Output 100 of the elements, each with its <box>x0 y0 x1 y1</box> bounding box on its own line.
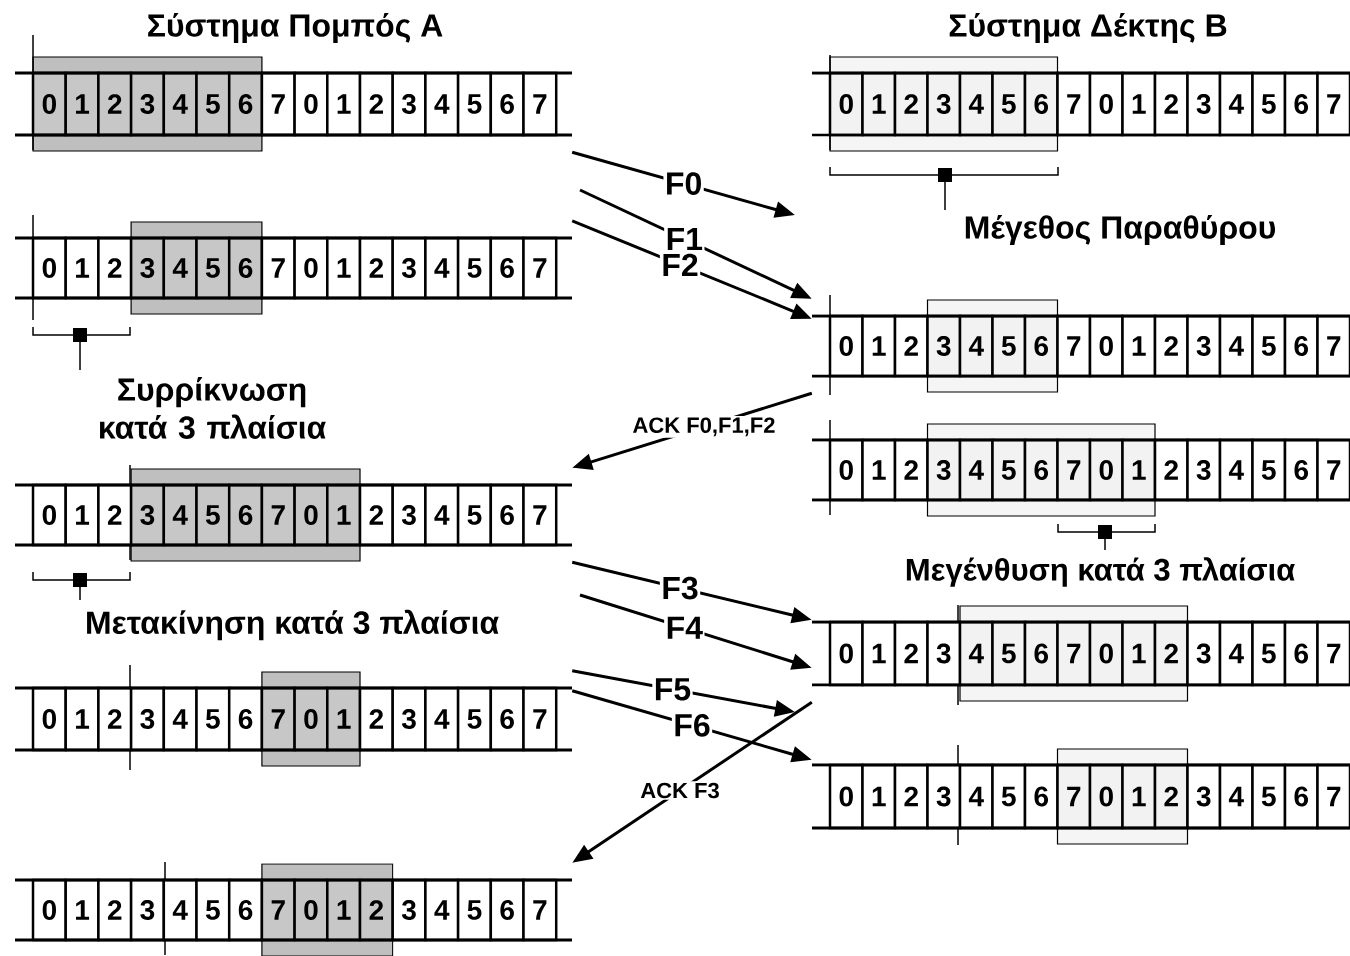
sequence-cell: 6 <box>1023 314 1059 378</box>
sequence-cell: 0 <box>828 620 864 687</box>
sequence-cell: 3 <box>1186 71 1222 137</box>
sequence-cell: 2 <box>893 620 929 687</box>
annotation-text: Μετακίνηση κατά 3 πλαίσια <box>87 609 499 641</box>
sequence-cell: 5 <box>456 686 493 752</box>
sequence-cell: 2 <box>358 878 394 942</box>
sequence-cell: 2 <box>893 314 929 378</box>
sequence-cell: 4 <box>424 71 460 137</box>
sequence-cell: 6 <box>1283 438 1319 502</box>
sequence-cell: 1 <box>64 71 100 137</box>
sequence-cell: 0 <box>1088 438 1124 502</box>
sequence-cell: 2 <box>358 71 394 137</box>
sequence-cell: 3 <box>391 71 427 137</box>
sequence-cell: 6 <box>1283 71 1319 137</box>
sequence-cell: 2 <box>1153 763 1189 830</box>
sequence-cell: 7 <box>1316 71 1350 137</box>
sequence-cell: 0 <box>1088 314 1124 378</box>
annotation-text: Μεγένθυση κατά 3 πλαίσια <box>906 557 1295 587</box>
sequence-cell: 0 <box>828 71 864 137</box>
sequence-cell: 6 <box>489 71 525 137</box>
sequence-cell: 6 <box>1283 620 1319 687</box>
sequence-cell: 3 <box>1186 314 1222 378</box>
sequence-cell: 5 <box>991 71 1027 137</box>
sequence-cell: 6 <box>1023 763 1059 830</box>
sequence-cell: 6 <box>227 878 264 942</box>
sequence-cell: 0 <box>828 314 864 378</box>
annotation-text: Μέγεθος Παραθύρου <box>965 214 1276 246</box>
sequence-cell: 7 <box>522 686 558 752</box>
edge-label: F6 <box>671 712 713 739</box>
sequence-cell: 7 <box>1056 71 1092 137</box>
sequence-cell: 5 <box>1251 71 1287 137</box>
sequence-cell: 7 <box>1316 763 1350 830</box>
sequence-cell: 5 <box>456 878 493 942</box>
sequence-cell: 7 <box>522 236 558 300</box>
sequence-cell: 4 <box>958 763 994 830</box>
sequence-cell: 0 <box>31 686 67 752</box>
sequence-cell: 3 <box>129 236 166 300</box>
sequence-cell: 7 <box>522 483 558 547</box>
sequence-cell: 0 <box>31 236 67 300</box>
sequence-cell: 6 <box>227 236 264 300</box>
sequence-cell: 0 <box>1088 620 1124 687</box>
edge-label: ACK F3 <box>638 781 722 800</box>
edge-label: F3 <box>659 575 701 601</box>
sequence-cell: 5 <box>195 71 231 137</box>
sequence-cell: 7 <box>260 71 296 137</box>
sequence-cell: 3 <box>926 314 962 378</box>
sequence-cell: 4 <box>1218 438 1254 502</box>
sequence-cell: 5 <box>456 236 493 300</box>
sequence-cell: 1 <box>1121 314 1157 378</box>
sequence-cell: 0 <box>31 483 67 547</box>
sequence-cell: 4 <box>958 314 994 378</box>
annotation-text: Συρρίκνωση κατά 3 πλαίσια <box>100 377 326 439</box>
edge-label: F2 <box>659 252 701 278</box>
sequence-cell: 2 <box>97 71 133 137</box>
sequence-cell: 3 <box>129 686 166 752</box>
sequence-cell: 4 <box>958 438 994 502</box>
edge-label: F0 <box>663 170 704 197</box>
sequence-cell: 6 <box>1283 763 1319 830</box>
sequence-cell: 1 <box>861 314 897 378</box>
sequence-cell: 0 <box>828 763 864 830</box>
sequence-cell: 6 <box>1283 314 1319 378</box>
sequence-cell: 3 <box>129 878 166 942</box>
sequence-cell: 2 <box>1153 438 1189 502</box>
sequence-cell: 5 <box>1251 314 1287 378</box>
sequence-cell: 1 <box>861 71 897 137</box>
sequence-cell: 1 <box>326 71 362 137</box>
edge-label: F1 <box>664 226 705 252</box>
sequence-cell: 3 <box>129 71 166 137</box>
sequence-cell: 4 <box>958 71 994 137</box>
sequence-cell: 7 <box>1316 314 1350 378</box>
sequence-cell: 7 <box>1316 438 1350 502</box>
sequence-cell: 6 <box>1023 71 1059 137</box>
sequence-cell: 4 <box>1218 314 1254 378</box>
sequence-cell: 6 <box>1023 438 1059 502</box>
sequence-cell: 6 <box>1023 620 1059 687</box>
sequence-cell: 3 <box>926 71 962 137</box>
edge-label: ACK F0,F1,F2 <box>631 415 777 438</box>
sequence-cell: 2 <box>358 686 394 752</box>
sequence-cell: 7 <box>522 878 558 942</box>
sequence-cell: 2 <box>358 483 394 547</box>
sequence-cell: 2 <box>1153 71 1189 137</box>
sequence-cell: 2 <box>893 71 929 137</box>
sequence-cell: 6 <box>227 686 264 752</box>
sequence-cell: 6 <box>227 483 264 547</box>
sequence-cell: 5 <box>456 483 493 547</box>
sequence-cell: 0 <box>31 71 67 137</box>
sequence-cell: 4 <box>162 71 198 137</box>
sequence-cell: 2 <box>1153 314 1189 378</box>
sequence-cell: 4 <box>958 620 994 687</box>
sequence-cell: 6 <box>227 71 264 137</box>
sequence-cell: 4 <box>1218 620 1254 687</box>
sequence-cell: 0 <box>828 438 864 502</box>
sequence-cell: 0 <box>1088 763 1124 830</box>
sequence-cell: 7 <box>1056 314 1092 378</box>
sequence-cell: 0 <box>31 878 67 942</box>
sequence-cell: 2 <box>358 236 394 300</box>
sequence-cell: 7 <box>522 71 558 137</box>
sequence-cell: 1 <box>1121 71 1157 137</box>
edge-label: F5 <box>652 676 693 702</box>
